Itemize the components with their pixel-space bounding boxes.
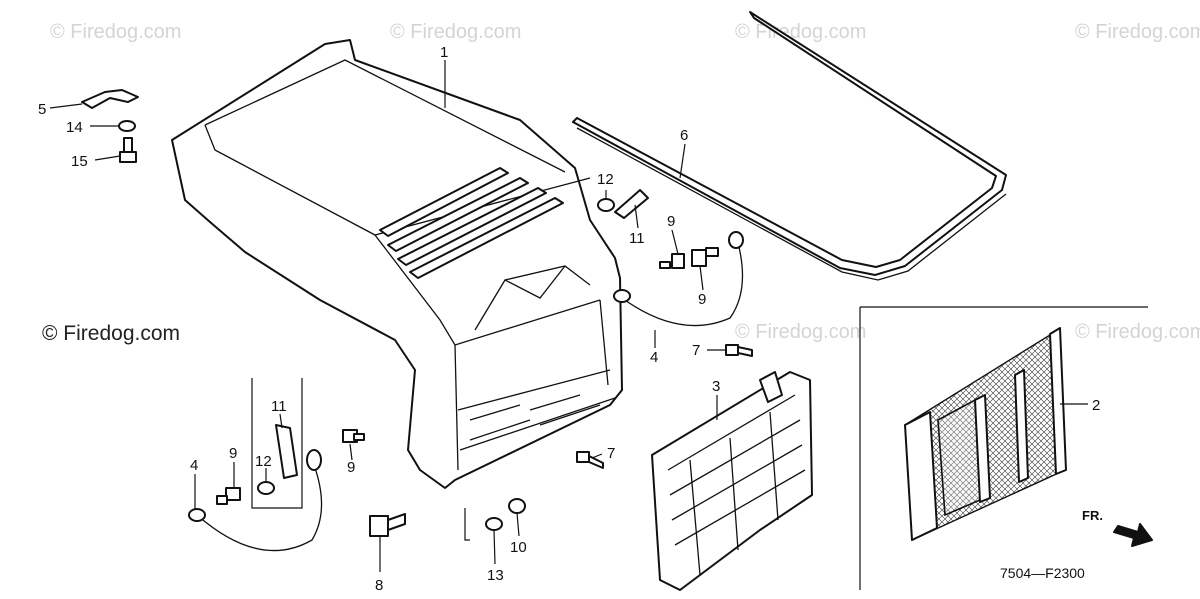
- part-clip-lower: [275, 424, 298, 479]
- callouts: 1 2 3 4 4 5 6 7 7 8 9 9 9 9 10 11 11 12 …: [38, 44, 1100, 594]
- callout-7-upper: 7: [692, 342, 700, 359]
- callout-7-lower: 7: [607, 445, 615, 462]
- callout-11-upper: 11: [629, 230, 645, 247]
- part-hood: [171, 39, 623, 489]
- watermark-2: © Firedog.com: [390, 21, 521, 43]
- part-screw-7-lower: [576, 451, 604, 469]
- part-mesh-screen: [904, 327, 1067, 542]
- front-direction-indicator: FR.: [1082, 508, 1153, 547]
- part-clip-upper: [614, 189, 649, 219]
- watermark-1: © Firedog.com: [50, 21, 181, 43]
- hood-vents: [379, 167, 564, 279]
- cable-end-lower-right: [306, 449, 322, 471]
- part-bolt-8: [369, 513, 406, 537]
- callout-13: 13: [487, 567, 504, 584]
- part-spacer-lower: [257, 481, 275, 495]
- part-bolt-9-lower-left: [216, 487, 241, 505]
- watermark-7: © Firedog.com: [1075, 321, 1200, 343]
- part-bolt-9-upper-left: [659, 253, 685, 269]
- part-bolt-9-upper-right: [691, 247, 719, 267]
- callout-9-upper-left: 9: [667, 213, 675, 230]
- front-label: FR.: [1082, 508, 1103, 523]
- watermarks: © Firedog.com © Firedog.com © Firedog.co…: [42, 21, 1200, 345]
- callout-4-upper: 4: [650, 349, 658, 366]
- callout-9-lower-left: 9: [229, 445, 237, 462]
- callout-14: 14: [66, 119, 83, 136]
- part-seal-strip: [572, 11, 1007, 281]
- group-box-lower: [251, 378, 303, 509]
- part-spacer-upper: [597, 198, 615, 212]
- callout-9-lower-right: 9: [347, 459, 355, 476]
- callout-5: 5: [38, 101, 46, 118]
- watermark-3: © Firedog.com: [735, 21, 866, 43]
- part-washer-13: [485, 517, 503, 531]
- callout-12-lower: 12: [255, 453, 272, 470]
- part-cable-upper: [621, 242, 744, 327]
- callout-1: 1: [440, 44, 448, 61]
- part-bolt-15: [119, 137, 137, 163]
- leader-lines: [49, 60, 1088, 572]
- callout-12-upper: 12: [597, 171, 614, 188]
- cable-end-upper-left: [613, 289, 631, 303]
- callout-2: 2: [1092, 397, 1100, 414]
- callout-8: 8: [375, 577, 383, 594]
- part-screw-7-upper: [725, 344, 753, 357]
- callout-10: 10: [510, 539, 527, 556]
- cable-end-upper-right: [728, 231, 744, 249]
- callout-9-upper-right: 9: [698, 291, 706, 308]
- callout-15: 15: [71, 153, 88, 170]
- watermark-6: © Firedog.com: [735, 321, 866, 343]
- inset-box: [859, 306, 1148, 590]
- callout-6: 6: [680, 127, 688, 144]
- callout-3: 3: [712, 378, 720, 395]
- diagram-code: 7504—F2300: [1000, 565, 1085, 581]
- part-bolt-9-lower-right: [342, 429, 365, 443]
- part-bracket: [81, 89, 139, 109]
- watermark-4: © Firedog.com: [1075, 21, 1200, 43]
- callout-11-lower: 11: [271, 398, 287, 415]
- cable-end-lower-left: [188, 508, 206, 522]
- watermark-main: © Firedog.com: [42, 322, 180, 345]
- callout-4-lower: 4: [190, 457, 198, 474]
- part-washer: [118, 120, 136, 132]
- part-nut-10: [508, 498, 526, 514]
- part-grille-frame: [651, 371, 813, 591]
- part-cable-lower: [196, 464, 323, 552]
